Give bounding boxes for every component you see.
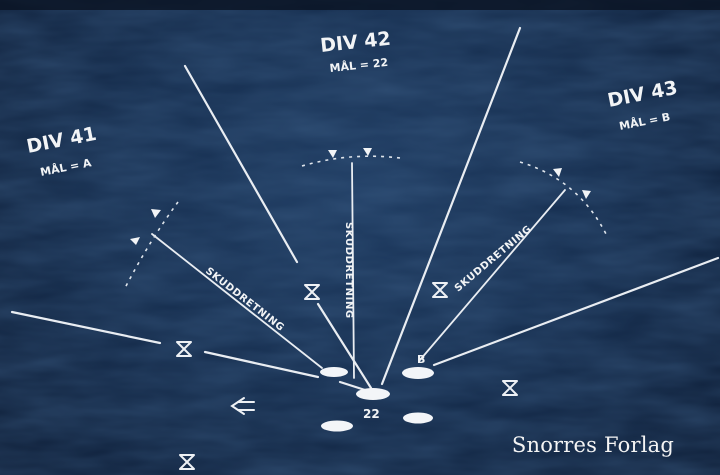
sight-line-far-left-b	[203, 350, 320, 379]
fire-line-div41	[151, 233, 323, 369]
ships	[320, 367, 434, 432]
sight-line-right	[432, 256, 720, 367]
range-arcs	[124, 155, 609, 289]
ship-label-b: B	[417, 353, 425, 366]
hourglass-icon	[179, 454, 195, 470]
fire-line-div43	[419, 189, 566, 361]
hourglass-icon	[432, 282, 448, 298]
publisher-logo: Snorres Forlag	[511, 433, 674, 457]
hourglass-icon	[304, 284, 320, 300]
div42-target: MÅL = 22	[329, 56, 389, 75]
hourglass-icon	[502, 380, 518, 396]
course-arrow-icon	[230, 397, 255, 415]
flagship	[356, 388, 390, 400]
top-edge-shadow	[0, 0, 720, 10]
sight-line-stub	[338, 380, 367, 392]
range-marker	[582, 190, 591, 199]
range-marker	[363, 148, 372, 156]
torpedo-markers	[176, 282, 518, 470]
ship-div43	[402, 367, 434, 379]
long-sight-lines	[10, 26, 720, 392]
ship-rear-right	[403, 412, 433, 424]
range-marker	[151, 209, 161, 218]
fire-lines	[151, 162, 566, 379]
range-marker	[328, 150, 337, 158]
ship-div41	[320, 367, 348, 377]
range-markers	[130, 148, 591, 245]
range-arc-div42	[301, 155, 401, 167]
sight-line-center	[380, 26, 522, 386]
hourglass-icon	[176, 341, 192, 357]
range-arc-div43	[519, 161, 609, 239]
sight-line-left-lower	[316, 302, 373, 390]
sight-line-far-left-a	[10, 310, 162, 345]
range-marker	[130, 237, 140, 245]
range-arc-div41	[124, 201, 179, 289]
range-marker	[553, 168, 562, 177]
ship-rear-left	[321, 420, 353, 432]
sight-line-left	[183, 64, 299, 264]
flagship-label: 22	[363, 407, 380, 421]
fire-line-div42	[351, 162, 355, 379]
fire-label-div42: SKUDDRETNING	[343, 222, 354, 319]
